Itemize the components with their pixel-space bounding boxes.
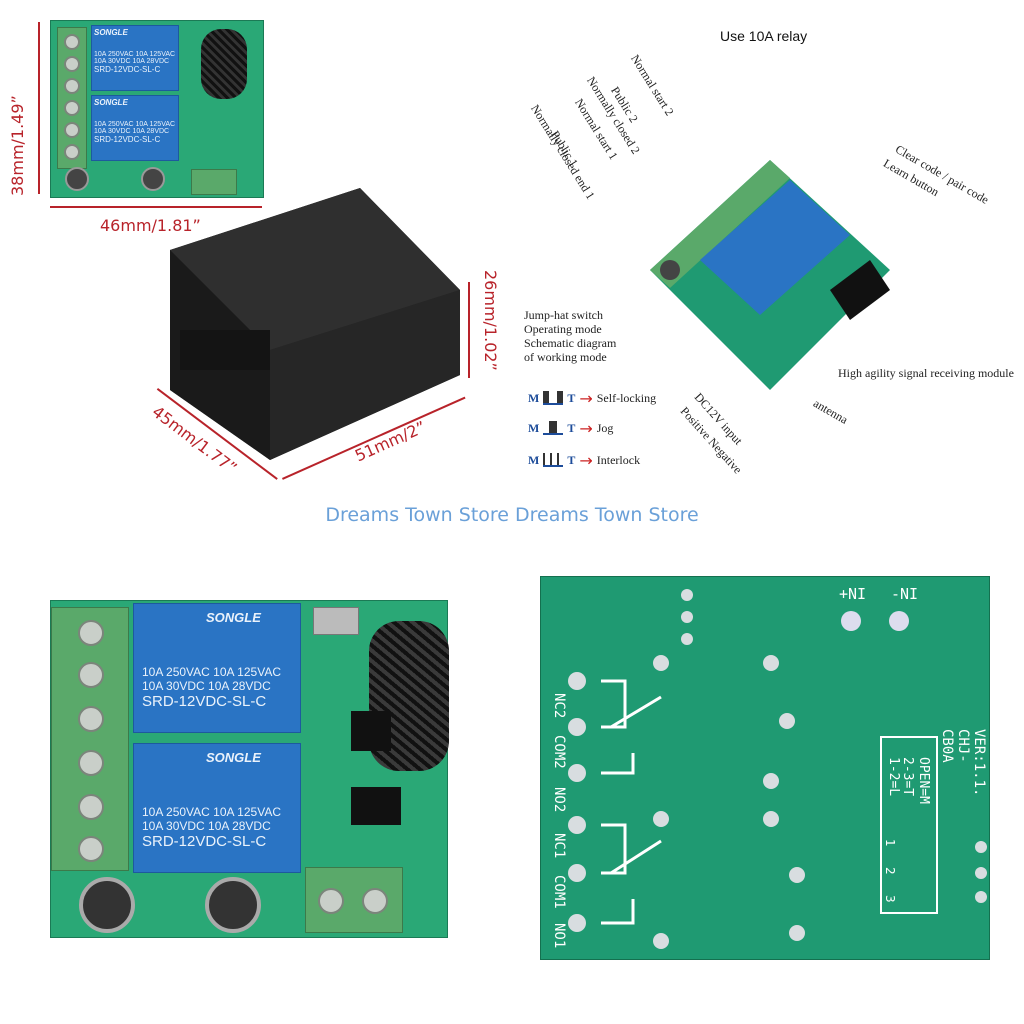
mode-t: T	[567, 420, 576, 435]
mode-jog: M T → Jog	[528, 418, 613, 438]
relay-top: SONGLE 10A 250VAC 10A 125VAC 10A 30VDC 1…	[133, 603, 301, 733]
relay-model: SRD-12VDC-SL-C	[94, 135, 161, 144]
jumper-pin-3: 3	[883, 895, 897, 903]
back-traces	[568, 589, 987, 949]
top-left-board-photo: SONGLE 10A 250VAC 10A 125VAC 10A 30VDC 1…	[50, 20, 264, 198]
relay-spec-2: 10A 30VDC 10A 28VDC	[142, 819, 271, 833]
jumper-pin-2: 2	[883, 867, 897, 875]
terminal-block	[51, 607, 129, 871]
relay-model: SRD-12VDC-SL-C	[142, 693, 267, 710]
height-arrow	[38, 22, 40, 194]
mode-self-locking: M T → Self-locking	[528, 388, 656, 408]
width-dim-label: 46mm/1.81”	[100, 216, 201, 235]
relay-brand: SONGLE	[206, 610, 261, 625]
jumper-note-3: OPEN=M	[916, 757, 931, 804]
mode-label: Interlock	[596, 452, 641, 467]
width-arrow	[50, 206, 262, 208]
relay-brand: SONGLE	[94, 28, 128, 37]
black-case-photo	[170, 188, 460, 460]
relay-bottom: SONGLE 10A 250VAC 10A 125VAC 10A 30VDC 1…	[133, 743, 301, 873]
push-button	[313, 607, 359, 635]
relay-spec-2: 10A 30VDC 10A 28VDC	[142, 679, 271, 693]
jumper-pin-1: 1	[883, 839, 897, 847]
capacitor	[79, 877, 135, 933]
height-dim-label: 38mm/1.49”	[8, 95, 27, 196]
mode-label: Jog	[596, 420, 614, 435]
mode-m: M	[528, 390, 540, 405]
relay-model: SRD-12VDC-SL-C	[142, 833, 267, 850]
capacitor	[205, 877, 261, 933]
relay-spec-2: 10A 30VDC 10A 28VDC	[94, 128, 170, 135]
mode-t: T	[567, 390, 576, 405]
case-height-arrow	[468, 282, 470, 378]
back-pos-label: +NI	[839, 585, 867, 603]
relay-spec-1: 10A 250VAC 10A 125VAC	[94, 121, 176, 128]
board-version: VER:1.1.	[971, 729, 987, 797]
back-neg-label: -NI	[891, 585, 919, 603]
mode-m: M	[528, 420, 540, 435]
back-pad-neg	[889, 611, 909, 631]
diagram-title: Use 10A relay	[720, 28, 808, 44]
ic-chip	[351, 711, 391, 751]
relay-top: SONGLE 10A 250VAC 10A 125VAC 10A 30VDC 1…	[91, 25, 179, 91]
terminal-block	[57, 27, 87, 169]
relay-spec-1: 10A 250VAC 10A 125VAC	[142, 665, 281, 679]
board-back-photo: +NI -NI NC2 COM2 NO2 NC1 COM1 NO1 1	[540, 576, 990, 960]
mode-m: M	[528, 452, 540, 467]
label-high-agility: High agility signal receiving module	[838, 366, 1014, 380]
board-model: CHJ-CB0A	[939, 729, 971, 763]
mode-interlock: M T → Interlock	[528, 450, 640, 470]
mode-label: Self-locking	[596, 390, 657, 405]
case-height-dim: 26mm/1.02”	[481, 270, 500, 371]
capacitor	[65, 167, 89, 191]
label-jump-hat: Jump-hat switch	[524, 308, 603, 322]
ic-chip	[351, 787, 401, 825]
jumper-note-1: 1-2=L	[886, 757, 901, 797]
relay-brand: SONGLE	[206, 750, 261, 765]
label-schematic: Schematic diagram	[524, 336, 617, 350]
capacitor	[141, 167, 165, 191]
jumper-icon	[543, 421, 564, 435]
arrow-icon: →	[579, 388, 593, 408]
label-working-mode: of working mode	[524, 350, 607, 364]
back-pad-pos	[841, 611, 861, 631]
arrow-icon: →	[579, 450, 593, 470]
jumper-icon	[543, 453, 564, 467]
relay-bottom: SONGLE 10A 250VAC 10A 125VAC 10A 30VDC 1…	[91, 95, 179, 161]
relay-spec-1: 10A 250VAC 10A 125VAC	[94, 51, 176, 58]
power-terminal	[191, 169, 237, 195]
board-front-photo: SONGLE 10A 250VAC 10A 125VAC 10A 30VDC 1…	[50, 600, 449, 938]
power-terminal	[305, 867, 403, 933]
relay-spec-1: 10A 250VAC 10A 125VAC	[142, 805, 281, 819]
relay-model: SRD-12VDC-SL-C	[94, 65, 161, 74]
relay-brand: SONGLE	[94, 98, 128, 107]
jumper-icon	[543, 391, 564, 405]
mode-t: T	[567, 452, 576, 467]
diagram-board	[650, 160, 890, 390]
store-name: Dreams Town Store Dreams Town Store	[325, 504, 699, 526]
relay-spec-2: 10A 30VDC 10A 28VDC	[94, 58, 170, 65]
label-operating-mode: Operating mode	[524, 322, 602, 336]
jumper-note-2: 2-3=T	[900, 757, 915, 797]
antenna-coil	[201, 29, 247, 99]
arrow-icon: →	[579, 418, 593, 438]
